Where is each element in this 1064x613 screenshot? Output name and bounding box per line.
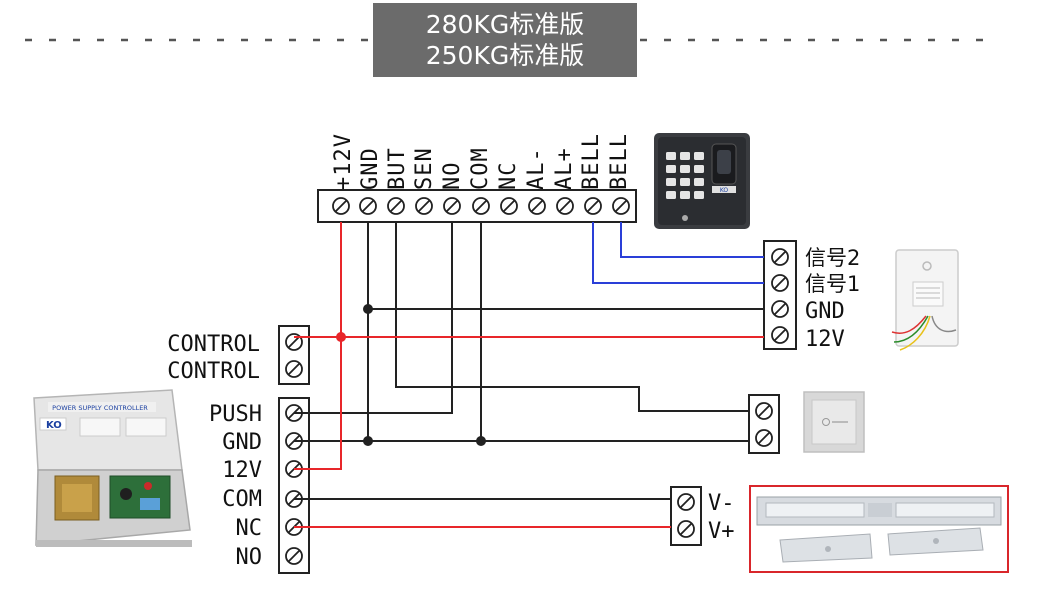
- lock-terminal-labels: V- V+: [708, 491, 735, 544]
- controller-label-bell-1: BELL: [579, 133, 604, 190]
- psu-brand: KO: [46, 420, 62, 431]
- controller-screw-3: [387, 197, 405, 215]
- controller-label-no: NO: [440, 162, 465, 191]
- junction-12v-doorbell: [336, 332, 346, 342]
- power-supply-control-block: [278, 325, 310, 385]
- controller-terminal-block: [317, 189, 637, 223]
- doorbell-label-gnd: GND: [805, 299, 845, 324]
- wires: [294, 222, 764, 528]
- keypad-key: [666, 178, 676, 186]
- keypad-key: [694, 191, 704, 199]
- keypad-key: [694, 152, 704, 160]
- psu-label-nc: NC: [236, 516, 263, 541]
- controller-screw-4: [415, 197, 433, 215]
- controller-label-al-plus: AL+: [552, 147, 577, 190]
- lock-label-v-minus: V-: [708, 491, 735, 516]
- psu-panel-text: POWER SUPPLY CONTROLLER: [52, 404, 148, 412]
- doorbell-terminal-block: [763, 240, 797, 350]
- doorbell-terminal-labels: 信号2 信号1 GND 12V: [805, 246, 860, 352]
- junction-com-gnd: [476, 436, 486, 446]
- lock-label-v-plus: V+: [708, 519, 735, 544]
- doorbell-device: [891, 249, 959, 351]
- power-supply-terminal-block: [278, 397, 310, 574]
- controller-label-sen: SEN: [412, 147, 437, 190]
- power-supply-device: POWER SUPPLY CONTROLLER KO: [33, 389, 192, 547]
- junction-dots: [336, 304, 486, 446]
- keypad-key: [694, 178, 704, 186]
- controller-screw-9: [556, 197, 574, 215]
- fingerprint-keypad: KO: [654, 133, 750, 229]
- psu-label-com: COM: [222, 487, 262, 512]
- control-label-2: CONTROL: [167, 359, 260, 384]
- exit-button-screw-1: [755, 402, 773, 420]
- title-line-2: 250KG标准版: [426, 41, 584, 70]
- psu-screw-6: [285, 547, 303, 565]
- junction-gnd-psu: [363, 436, 373, 446]
- title-line-1: 280KG标准版: [426, 10, 584, 39]
- control-screw-2: [285, 360, 303, 378]
- wire-bell-to-signal-1: [592, 222, 764, 284]
- keypad-key: [666, 191, 676, 199]
- psu-label-gnd: GND: [222, 430, 262, 455]
- controller-screw-7: [500, 197, 518, 215]
- controller-label-bell-2: BELL: [607, 133, 632, 190]
- controller-label-12v: +12V: [331, 133, 356, 190]
- exit-button-device: [803, 391, 865, 453]
- controller-screw-2: [359, 197, 377, 215]
- psu-label-12v: 12V: [222, 458, 262, 483]
- controller-label-com: COM: [468, 147, 493, 190]
- title-box: [373, 3, 637, 77]
- lock-highlight-frame: [749, 485, 1009, 573]
- power-supply-control-labels: CONTROL CONTROL: [167, 332, 260, 384]
- power-supply-terminal-labels: PUSH GND 12V COM NC NO: [209, 402, 262, 570]
- controller-screw-10: [584, 197, 602, 215]
- doorbell-screw-2: [771, 274, 789, 292]
- keypad-key: [680, 152, 690, 160]
- keypad-key: [680, 178, 690, 186]
- doorbell-label-signal-1: 信号1: [805, 272, 860, 296]
- doorbell-label-12v: 12V: [805, 327, 845, 352]
- lock-screw-1: [677, 493, 695, 511]
- controller-screw-8: [528, 197, 546, 215]
- doorbell-screw-3: [771, 300, 789, 318]
- header: 280KG标准版 250KG标准版: [25, 3, 985, 77]
- controller-label-but: BUT: [385, 147, 410, 190]
- keypad-key: [680, 165, 690, 173]
- keypad-key: [694, 165, 704, 173]
- wire-no-to-push: [294, 222, 453, 414]
- psu-label-push: PUSH: [209, 402, 262, 427]
- controller-screw-1: [332, 197, 350, 215]
- junction-gnd-doorbell: [363, 304, 373, 314]
- doorbell-screw-4: [771, 326, 789, 344]
- wire-12v-vertical: [294, 222, 342, 470]
- psu-label-no: NO: [236, 545, 263, 570]
- magnetic-lock-device: [749, 485, 1009, 573]
- controller-screw-11: [612, 197, 630, 215]
- wire-but-to-exit-button: [395, 222, 749, 412]
- doorbell-screw-1: [771, 248, 789, 266]
- controller-label-al-minus: AL-: [524, 147, 549, 190]
- controller-screw-5: [443, 197, 461, 215]
- doorbell-label-signal-2: 信号2: [805, 246, 860, 270]
- keypad-key: [666, 165, 676, 173]
- controller-terminal-labels: +12V GND BUT SEN NO COM NC AL- AL+ BELL …: [331, 133, 632, 190]
- wire-bell-to-signal-2: [620, 222, 764, 258]
- keypad-brand: KO: [720, 187, 729, 194]
- keypad-key: [666, 152, 676, 160]
- keypad-key: [680, 191, 690, 199]
- controller-screw-6: [472, 197, 490, 215]
- lock-screw-2: [677, 520, 695, 538]
- lock-terminal-block: [670, 486, 702, 546]
- exit-button-screw-2: [755, 429, 773, 447]
- control-label-1: CONTROL: [167, 332, 260, 357]
- controller-label-nc: NC: [496, 162, 521, 191]
- exit-button-terminal-block: [748, 394, 780, 454]
- controller-label-gnd: GND: [358, 147, 383, 190]
